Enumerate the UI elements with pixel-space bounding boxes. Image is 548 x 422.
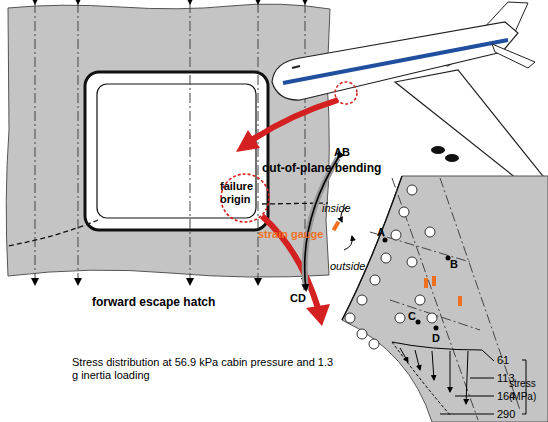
stress-distribution	[455, 396, 494, 397]
pointer-head	[236, 130, 260, 152]
rivet-holes	[407, 185, 417, 195]
aircraft	[272, 2, 546, 186]
point-label: A	[377, 226, 391, 239]
load-lines	[35, 3, 305, 284]
aircraft	[283, 40, 508, 83]
load-lines	[258, 3, 259, 284]
point-label: CD	[290, 292, 320, 305]
corner-detail	[342, 176, 402, 320]
detail-gauges	[458, 296, 462, 306]
aircraft	[335, 82, 357, 104]
aircraft	[272, 22, 518, 100]
rivet-holes	[391, 230, 401, 240]
corner-detail	[342, 176, 548, 422]
point-label: D	[432, 332, 446, 345]
stress-distribution	[440, 414, 494, 415]
rivet-holes	[381, 253, 391, 263]
rivet-holes	[370, 275, 380, 285]
axis-label: stress (MPa)	[509, 377, 548, 403]
stress-distribution	[482, 350, 494, 361]
point-markers	[446, 256, 451, 261]
point-label: C	[408, 310, 422, 323]
part-name: out-of-plane bending	[262, 162, 412, 175]
strain-gauge	[332, 221, 340, 232]
fuselage-panel	[85, 72, 268, 230]
point-markers	[383, 238, 388, 243]
aircraft	[292, 66, 300, 68]
aircraft	[445, 154, 459, 162]
point-markers	[434, 326, 439, 331]
detail-lines	[440, 178, 520, 410]
pointer-arrow	[252, 100, 338, 140]
rivet-holes	[395, 313, 405, 323]
point-markers	[416, 320, 421, 325]
load-lines	[35, 3, 36, 284]
corner-detail	[342, 176, 548, 422]
rivet-holes	[415, 295, 425, 305]
detail-gauges	[432, 276, 436, 286]
rivet-holes	[357, 295, 367, 305]
detail-lines	[370, 178, 520, 420]
part-name: forward escape hatch	[92, 296, 272, 309]
stress-distribution	[400, 348, 408, 362]
detail-lines	[390, 300, 480, 330]
bending-arrow	[344, 236, 352, 250]
origin-circle	[221, 174, 269, 222]
stress-distribution	[432, 351, 434, 380]
rivet-holes	[399, 207, 409, 217]
load-lines	[78, 3, 79, 284]
rivet-holes	[369, 339, 379, 349]
detail-lines	[370, 232, 470, 262]
rivet-holes	[427, 313, 437, 323]
stress-value: 290	[497, 408, 521, 421]
stress-distribution	[470, 378, 494, 379]
stress-distribution	[450, 351, 451, 392]
rivet-holes	[425, 227, 435, 237]
load-lines	[190, 3, 191, 284]
rivet-holes	[407, 257, 417, 267]
detail-gauges	[424, 278, 428, 288]
rivet-holes	[345, 313, 355, 323]
detail-gauges	[424, 276, 462, 306]
side-label: outside	[330, 260, 390, 273]
callout-label: failure origin	[220, 180, 270, 206]
point-label: AB	[334, 146, 364, 159]
stress-distribution	[415, 350, 420, 370]
pointer-head	[306, 304, 330, 326]
detail-lines	[392, 178, 478, 420]
aircraft	[395, 70, 546, 186]
rivet-holes	[357, 329, 367, 339]
point-markers	[383, 238, 451, 331]
crack-path	[8, 220, 98, 246]
aircraft	[431, 146, 445, 154]
point-label: B	[450, 258, 464, 271]
figure-caption: Stress distribution at 56.9 kPa cabin pr…	[72, 356, 334, 382]
gauge-label: strain gauge	[258, 228, 338, 241]
stress-distribution	[392, 342, 450, 415]
stress-value: 61	[497, 354, 521, 367]
stress-distribution	[392, 342, 526, 415]
side-label: inside	[322, 202, 372, 215]
aircraft	[492, 44, 535, 68]
